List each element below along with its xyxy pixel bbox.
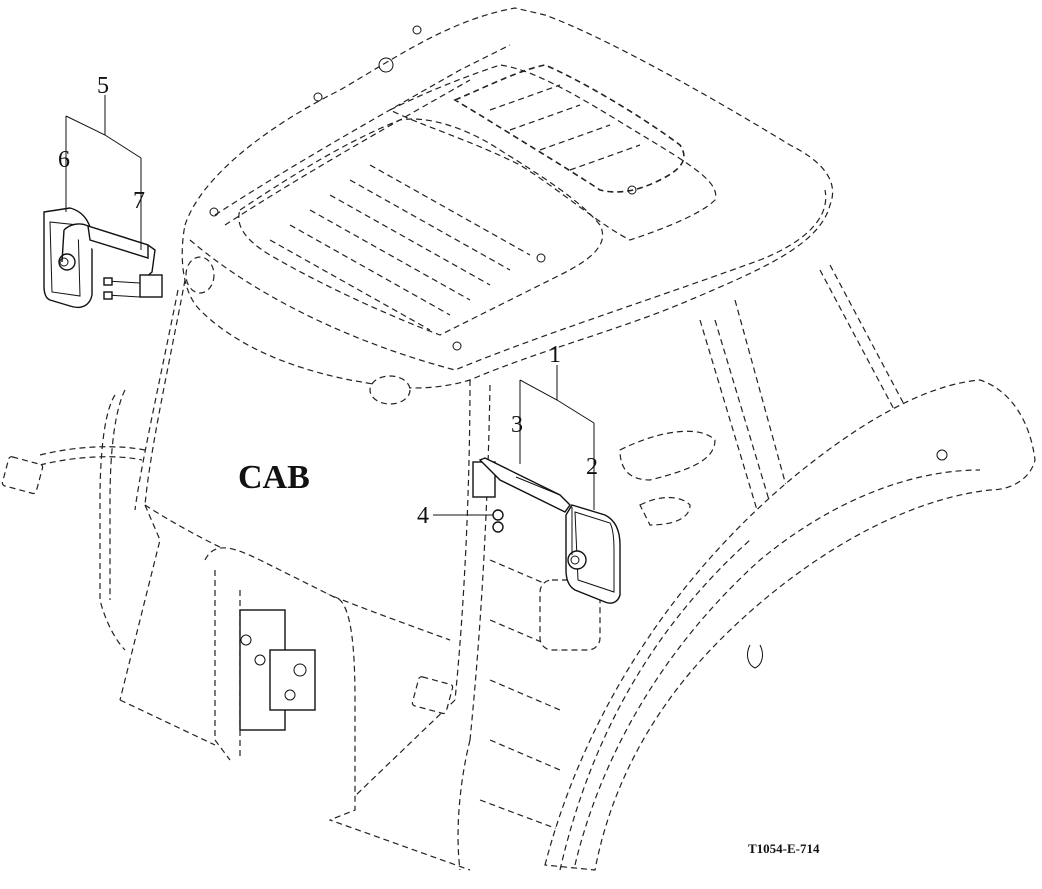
callout-2: 2 xyxy=(586,454,598,480)
mirror-glass-2 xyxy=(565,504,621,604)
mirror-arm-3 xyxy=(478,457,571,513)
mirror-arm-7 xyxy=(61,223,156,281)
assembly-label-cab: CAB xyxy=(238,459,310,496)
callout-3: 3 xyxy=(511,412,523,438)
callout-6: 6 xyxy=(58,147,70,173)
callout-4: 4 xyxy=(417,503,429,529)
left-mirror-assembly xyxy=(43,95,163,309)
callout-1: 1 xyxy=(549,342,561,368)
cab-body xyxy=(1,264,1036,871)
figure-id: T1054-E-714 xyxy=(748,841,820,856)
callout-7: 7 xyxy=(133,188,145,214)
right-mirror-assembly xyxy=(433,365,621,604)
callout-5: 5 xyxy=(97,73,109,99)
cab-roof xyxy=(181,7,834,405)
